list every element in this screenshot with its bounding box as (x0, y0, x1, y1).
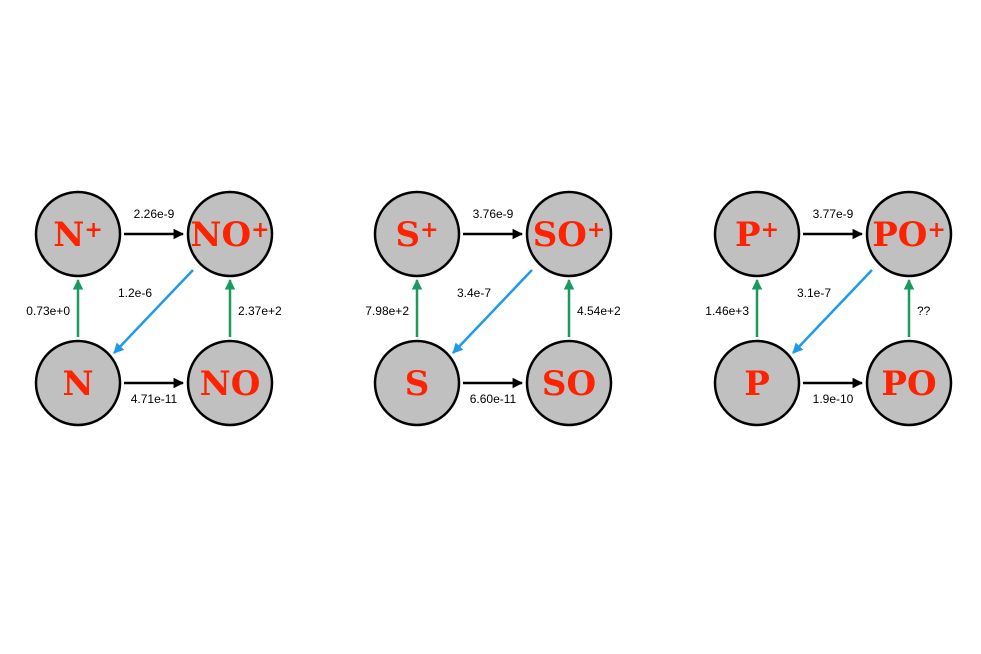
arrow-oxide-ion-to-neutral (113, 269, 194, 354)
rate-neutral-to-ion: 1.46e+3 (705, 304, 749, 318)
node-label-charge: + (420, 217, 438, 243)
rate-oxide-to-oxide-ion: ?? (917, 304, 931, 318)
node-label-base: NO (200, 364, 261, 404)
node-label-base: S (405, 364, 430, 404)
node-label-charge: + (761, 217, 779, 243)
rate-neutral-to-oxide: 4.71e-11 (131, 392, 178, 406)
neutral-node: N (34, 339, 122, 427)
rate-oxide-ion-to-neutral: 3.4e-7 (457, 286, 491, 300)
arrow-oxide-ion-to-neutral (792, 269, 873, 354)
ion-node: P+ (713, 190, 801, 278)
node-label: N (62, 364, 93, 404)
node-label-base: P (744, 364, 770, 404)
node-label: P+ (735, 215, 779, 255)
node-label-charge: + (84, 217, 102, 243)
rate-oxide-to-oxide-ion: 2.37e+2 (238, 304, 282, 318)
ion-node: N+ (34, 190, 122, 278)
node-label: NO (200, 364, 261, 404)
node-label: NO+ (190, 215, 269, 255)
oxide-ion-node: SO+ (525, 190, 613, 278)
node-label: S+ (396, 215, 439, 255)
node-label-charge: + (251, 217, 269, 243)
node-label-base: N (53, 215, 84, 255)
oxide-ion-node: PO+ (865, 190, 953, 278)
rate-oxide-ion-to-neutral: 3.1e-7 (797, 286, 831, 300)
node-circle (865, 339, 953, 427)
rate-oxide-to-oxide-ion: 4.54e+2 (577, 304, 621, 318)
node-label-charge: + (587, 217, 605, 243)
node-label: SO+ (533, 215, 606, 255)
rate-neutral-to-oxide: 6.60e-11 (470, 392, 517, 406)
node-circle (865, 190, 953, 278)
rate-oxide-ion-to-neutral: 1.2e-6 (118, 286, 152, 300)
ion-node: S+ (373, 190, 461, 278)
node-circle (525, 339, 613, 427)
node-circle (186, 339, 274, 427)
arrow-oxide-ion-to-neutral (452, 269, 533, 354)
node-circle (525, 190, 613, 278)
node-label-base: NO (190, 215, 251, 255)
node-label: PO (881, 364, 936, 404)
rate-ion-to-oxide-ion: 2.26e-9 (134, 207, 175, 221)
neutral-node: S (373, 339, 461, 427)
oxide-node: PO (865, 339, 953, 427)
node-label-charge: + (927, 217, 945, 243)
node-circle (186, 190, 274, 278)
node-circle (713, 190, 801, 278)
node-label: S (405, 364, 430, 404)
rate-neutral-to-ion: 7.98e+2 (365, 304, 409, 318)
node-circle (713, 339, 801, 427)
node-circle (373, 339, 461, 427)
node-label-base: PO (872, 215, 927, 255)
oxide-ion-node: NO+ (186, 190, 274, 278)
node-circle (373, 190, 461, 278)
node-label: PO+ (872, 215, 946, 255)
node-label-base: S (396, 215, 421, 255)
node-label: N+ (53, 215, 103, 255)
oxide-node: SO (525, 339, 613, 427)
node-label-base: P (735, 215, 761, 255)
node-circle (34, 339, 122, 427)
rate-neutral-to-ion: 0.73e+0 (26, 304, 70, 318)
node-circle (34, 190, 122, 278)
rate-ion-to-oxide-ion: 3.77e-9 (813, 207, 854, 221)
rate-neutral-to-oxide: 1.9e-10 (813, 392, 854, 406)
oxide-node: NO (186, 339, 274, 427)
neutral-node: P (713, 339, 801, 427)
node-label-base: SO (533, 215, 587, 255)
node-label-base: SO (542, 364, 596, 404)
rate-ion-to-oxide-ion: 3.76e-9 (473, 207, 514, 221)
node-label-base: N (62, 364, 93, 404)
node-label-base: PO (881, 364, 936, 404)
node-label: SO (542, 364, 596, 404)
node-label: P (744, 364, 770, 404)
